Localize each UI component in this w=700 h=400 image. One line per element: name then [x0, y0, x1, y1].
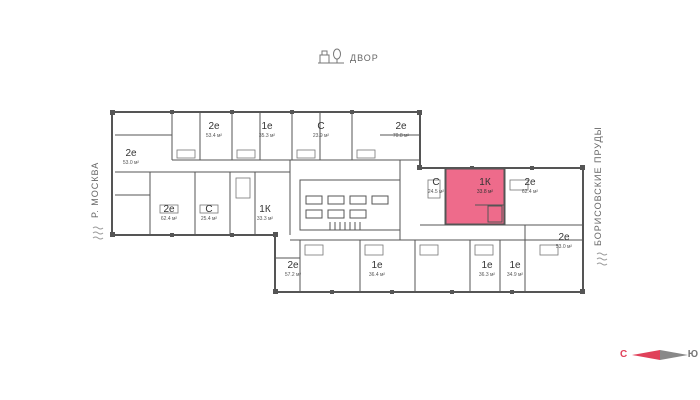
compass-north-label: С [620, 349, 628, 360]
courtyard-icon [318, 47, 344, 70]
compass: С Ю [620, 347, 698, 363]
river-wave-icon [92, 226, 104, 240]
selected-unit-fill [445, 168, 505, 225]
courtyard-label: ДВОР [350, 53, 379, 63]
courtyard-marker: ДВОР [318, 46, 379, 70]
compass-south-label: Ю [687, 349, 698, 360]
pond-wave-icon [596, 252, 608, 266]
compass-arrow-icon [632, 350, 688, 360]
